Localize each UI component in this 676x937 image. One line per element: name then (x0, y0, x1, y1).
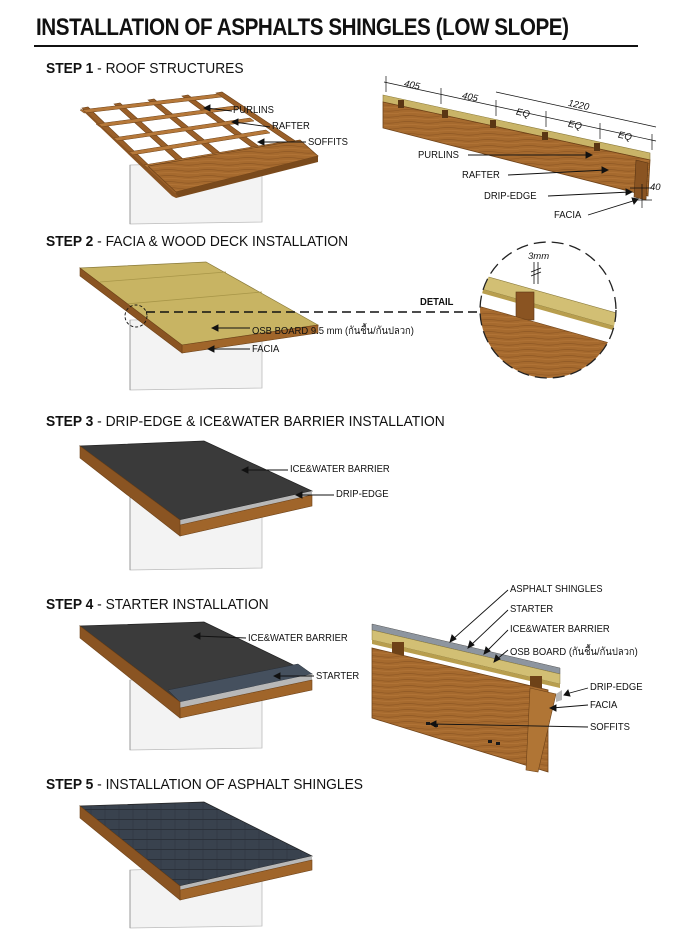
label-osb-board: OSB BOARD 9.5 mm (กันชื้น/กันปลวก) (252, 325, 414, 337)
detail-label-facia: FACIA (554, 209, 582, 221)
step-1-text: - ROOF STRUCTURES (93, 60, 244, 77)
detail-label-drip-edge: DRIP-EDGE (590, 681, 643, 693)
step-1-roof-structure (79, 91, 319, 225)
step-2-detail-marker (124, 304, 148, 328)
label-detail: DETAIL (420, 296, 454, 308)
step-1-facia-edge (176, 156, 318, 198)
step-4-detail-section (371, 623, 562, 773)
label-purlins: PURLINS (233, 104, 274, 116)
step-1-leaders (202, 104, 306, 146)
step-1-detail-purlin-blocks (398, 100, 600, 151)
detail-label-purlins: PURLINS (418, 149, 459, 161)
step-3-number: STEP 3 (46, 413, 94, 430)
step-4-text: - STARTER INSTALLATION (93, 596, 269, 613)
step-3-text: - DRIP-EDGE & ICE&WATER BARRIER INSTALLA… (93, 413, 445, 430)
step-1-dimension-lines (383, 76, 657, 208)
step-2-detail-circle (479, 241, 617, 379)
label-ice-water-barrier-s4: ICE&WATER BARRIER (248, 632, 348, 644)
detail-label-facia-s4: FACIA (590, 699, 618, 711)
step-3-heading: STEP 3 - DRIP-EDGE & ICE&WATER BARRIER I… (46, 413, 445, 430)
step-5-text: - INSTALLATION OF ASPHALT SHINGLES (93, 776, 363, 793)
step-4-heading: STEP 4 - STARTER INSTALLATION (46, 596, 269, 613)
label-soffits: SOFFITS (308, 136, 348, 148)
step-4-number: STEP 4 (46, 596, 94, 613)
step-1-detail-facia (633, 159, 649, 201)
label-rafter: RAFTER (272, 120, 310, 132)
step-5-number: STEP 5 (46, 776, 94, 793)
step-2-deck (79, 261, 484, 391)
detail-label-rafter: RAFTER (462, 169, 500, 181)
title-underline (34, 45, 638, 47)
dim-3mm: 3mm (528, 251, 550, 262)
label-drip-edge-s3: DRIP-EDGE (336, 488, 389, 500)
step-4-detail-facia (525, 687, 557, 773)
step-3-drip-edge (180, 491, 312, 525)
detail-label-soffits: SOFFITS (590, 721, 630, 733)
step-2-leaders (206, 324, 250, 353)
step-2-heading: STEP 2 - FACIA & WOOD DECK INSTALLATION (46, 233, 348, 250)
step-1-heading: STEP 1 - ROOF STRUCTURES (46, 60, 244, 77)
dim-40: 40 (650, 182, 661, 193)
step-4-leaders (192, 632, 314, 680)
step-3-membrane (78, 440, 314, 571)
step-1-detail-rafter (382, 101, 651, 197)
detail-label-ice-water-barrier: ICE&WATER BARRIER (510, 623, 610, 635)
step-2-text: - FACIA & WOOD DECK INSTALLATION (93, 233, 349, 250)
detail-label-drip-edge: DRIP-EDGE (484, 190, 537, 202)
page-title: INSTALLATION OF ASPHALTS SHINGLES (LOW S… (36, 14, 569, 41)
step-4-detail-rafter (371, 647, 549, 773)
step-4-detail-leaders (428, 589, 589, 728)
step-1-number: STEP 1 (46, 60, 94, 77)
detail-label-starter: STARTER (510, 603, 554, 615)
label-ice-water-barrier-s3: ICE&WATER BARRIER (290, 463, 390, 475)
label-starter-s4: STARTER (316, 670, 360, 682)
step-1-detail-leaders (468, 151, 639, 216)
step-3-leaders (240, 466, 334, 499)
step-1-detail-section (382, 76, 657, 208)
step-2-number: STEP 2 (46, 233, 94, 250)
step-5-heading: STEP 5 - INSTALLATION OF ASPHALT SHINGLE… (46, 776, 363, 793)
step-4-starter (79, 621, 314, 751)
detail-label-osb-board: OSB BOARD (กันชื้น/กันปลวก) (510, 646, 638, 658)
step-5-shingles (79, 801, 314, 929)
detail-label-asphalt-shingles: ASPHALT SHINGLES (510, 583, 603, 595)
label-facia: FACIA (252, 343, 280, 355)
